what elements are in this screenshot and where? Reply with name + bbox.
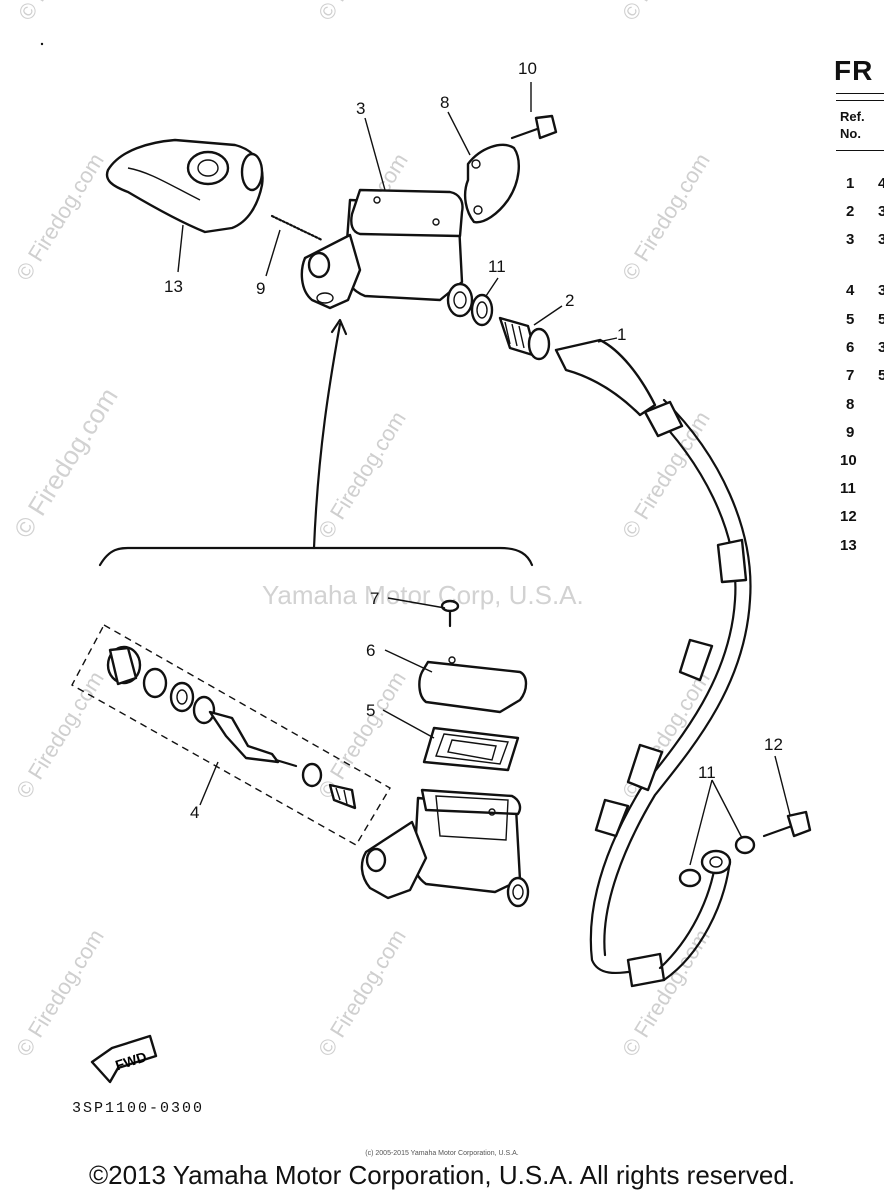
watermark-row2-right: © Firedog.com [617, 149, 715, 285]
callout-5: 5 [366, 701, 375, 720]
ref-3: 3 [846, 231, 855, 248]
side-panel-rule-bottom [836, 150, 884, 151]
part-6-cap [418, 656, 528, 714]
watermark-row3-left: © Firedog.com [8, 382, 124, 543]
header-ref: Ref. [840, 109, 865, 124]
ref-12: 12 [840, 508, 857, 525]
ref-fragment-7: 5 [878, 367, 884, 384]
callout-11-lower: 11 [698, 763, 716, 782]
callout-1: 1 [617, 325, 626, 344]
part-9-pin [270, 214, 324, 242]
callout-11-upper: 11 [488, 257, 506, 276]
watermark-row5-mid: © Firedog.com [313, 925, 411, 1061]
part-13-bracket [105, 138, 264, 234]
exploded-view-bracket [98, 318, 534, 567]
ref-fragment-5: 5 [878, 311, 884, 328]
callout-numbers: 10 3 8 13 9 11 2 1 7 6 5 4 11 12 [164, 59, 783, 822]
ref-9: 9 [846, 424, 855, 441]
callout-12: 12 [764, 735, 783, 754]
part-2-union-bolt [498, 316, 551, 361]
ref-1: 1 [846, 175, 855, 192]
scan-speck [40, 42, 44, 46]
side-panel-header: Ref. No. [840, 108, 865, 142]
callout-6: 6 [366, 641, 375, 660]
part-4-piston-kit [71, 624, 391, 846]
part-5-diaphragm [422, 726, 520, 772]
fwd-arrow-icon: FWD [90, 1034, 158, 1084]
callout-10: 10 [518, 59, 537, 78]
ref-fragment-6: 3 [878, 339, 884, 356]
ref-fragment-2: 3 [878, 203, 884, 220]
drawing-code: 3SP1100-0300 [72, 1100, 205, 1117]
watermark-top-left: © Firedog.com [13, 0, 111, 25]
ref-6: 6 [846, 339, 855, 356]
ref-fragment-3: 3 [878, 231, 884, 248]
lower-cylinder-body [360, 788, 530, 908]
watermark-row4-left: © Firedog.com [11, 667, 109, 803]
side-panel-rule-top [836, 93, 884, 94]
leader-lines [177, 82, 791, 866]
tiny-copyright-note: (c) 2005-2015 Yamaha Motor Corporation, … [365, 1150, 519, 1157]
copyright-footer: ©2013 Yamaha Motor Corporation, U.S.A. A… [88, 1160, 796, 1190]
watermark-row4-mid: © Firedog.com [313, 667, 411, 803]
watermark-top-right: © Firedog.com [617, 0, 715, 25]
ref-fragment-4: 3 [878, 282, 884, 299]
part-12-bolt [762, 810, 812, 838]
ref-2: 2 [846, 203, 855, 220]
ref-5: 5 [846, 311, 855, 328]
ref-11: 11 [840, 480, 856, 497]
watermark-row5-right: © Firedog.com [617, 925, 715, 1061]
part-1-brake-hose [554, 338, 752, 988]
side-panel-title: FR [834, 55, 874, 86]
side-panel-rule-mid [836, 100, 884, 101]
header-no: No. [840, 126, 861, 141]
callout-3-top: 3 [356, 99, 365, 118]
watermark-row5-left: © Firedog.com [11, 925, 109, 1061]
callout-2: 2 [565, 291, 574, 310]
ref-7: 7 [846, 367, 855, 384]
callout-13: 13 [164, 277, 183, 296]
callout-4: 4 [190, 803, 199, 822]
callout-9: 9 [256, 279, 265, 298]
callout-7: 7 [370, 589, 379, 608]
part-8-clamp [463, 143, 520, 224]
part-7-screw [440, 599, 460, 628]
ref-10: 10 [840, 452, 857, 469]
part-11-washers-lower [678, 835, 756, 888]
ref-13: 13 [840, 537, 857, 554]
part-10-bolt [510, 114, 558, 140]
watermark-center: Yamaha Motor Corp, U.S.A. [262, 580, 584, 610]
ref-4: 4 [846, 282, 855, 299]
part-3-master-cylinder [300, 188, 474, 318]
ref-8: 8 [846, 396, 855, 413]
part-11-washer-upper [470, 293, 494, 327]
watermark-row3-mid: © Firedog.com [313, 407, 411, 543]
callout-8: 8 [440, 93, 449, 112]
ref-fragment-1: 4 [878, 175, 884, 192]
watermark-top-mid: © Firedog.com [313, 0, 411, 25]
watermark-row2-left: © Firedog.com [11, 149, 109, 285]
